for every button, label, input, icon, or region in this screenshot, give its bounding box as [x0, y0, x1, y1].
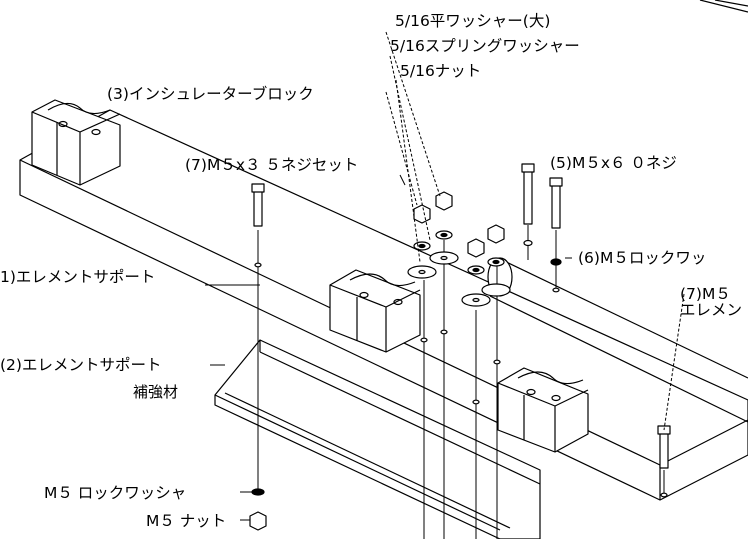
label-flat-washer: 5/16平ワッシャー(大)	[395, 12, 551, 30]
label-element-support-2: (2)エレメントサポート	[0, 356, 162, 374]
bolt-m5x60-a	[521, 163, 535, 247]
bottom-lock-washer-nut	[249, 488, 267, 531]
nut-washer-stack-2	[429, 191, 459, 335]
label-screw-set-7-partial: (7)M５	[680, 285, 731, 303]
frame-fragment-top-right	[699, 0, 748, 13]
label-insulator-block: (3)インシュレーターブロック	[107, 85, 314, 103]
reinforcement-channel	[214, 339, 541, 539]
label-screw-60: (5)M５x６ ０ネジ	[550, 154, 677, 172]
bolt-m5x35-left	[251, 183, 265, 268]
nut-washer-stack-4	[481, 224, 511, 365]
leader-lines	[205, 31, 685, 521]
nut-washer-stack-3	[461, 238, 491, 405]
label-nut-516: 5/16ナット	[400, 62, 482, 80]
label-screw-set-35: (7)M５x３ ５ネジセット	[185, 156, 359, 174]
label-lock-washer-6: (6)M５ロックワッ	[578, 249, 707, 267]
insulator-block-center	[329, 269, 421, 353]
label-lock-washer-m5: M５ ロックワッシャ	[44, 484, 187, 502]
label-spring-washer: 5/16スプリングワッシャー	[390, 37, 580, 55]
bolt-guide-lines	[257, 225, 665, 539]
nut-washer-stack-1	[407, 204, 437, 343]
label-reinforcement: 補強材	[133, 383, 179, 401]
bolt-m5x60-b	[549, 177, 563, 293]
label-nut-m5: M５ ナット	[146, 512, 227, 530]
label-element-support: 1)エレメントサポート	[0, 268, 156, 286]
insulator-block-right	[497, 367, 589, 453]
label-element-partial: エレメン	[680, 301, 743, 319]
insulator-block-left	[31, 99, 121, 186]
